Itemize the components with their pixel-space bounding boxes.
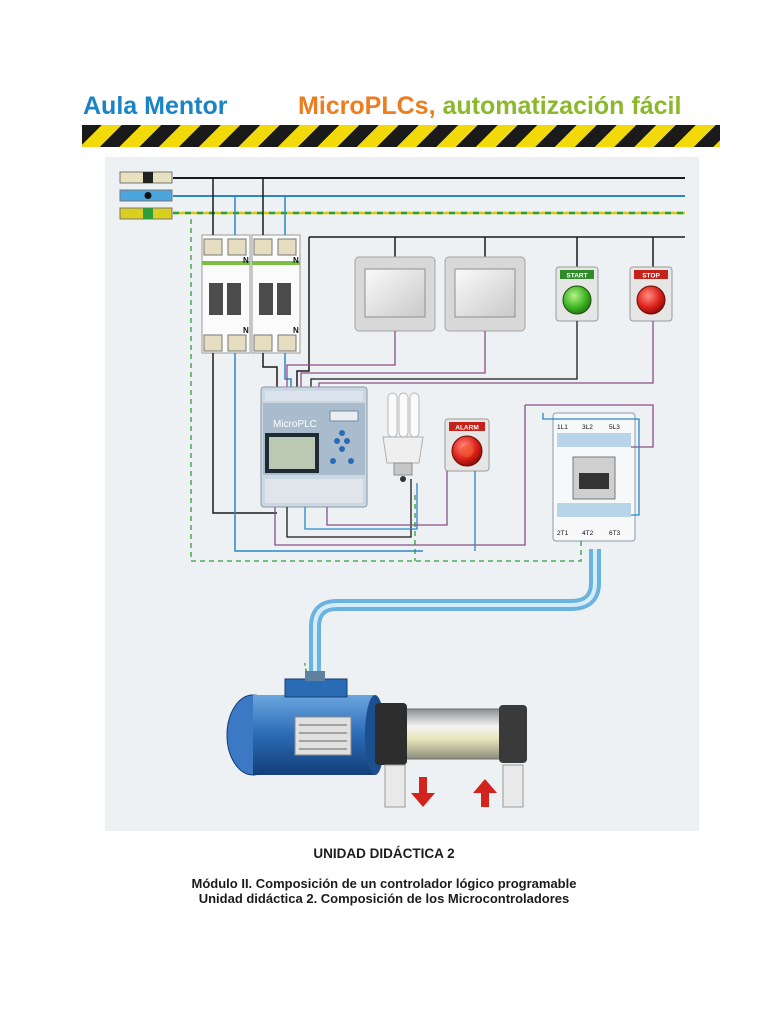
start-label: START [566,273,587,280]
arrow-down-icon [411,777,435,807]
wires-inputs [286,321,654,387]
breaker-2-neutral-label-bottom: N [293,326,299,335]
breaker-1-neutral-label-bottom: N [243,326,249,335]
pump-cylinder [375,703,527,808]
cfl-lamp [382,392,424,482]
start-button: START [555,266,599,322]
contactor-terminal-5l3: 5L3 [609,424,620,431]
stop-button: STOP [629,266,673,322]
header-title-microplcs: MicroPLCs, automatización fácil [298,92,681,121]
terminal-block-neutral [119,189,173,202]
terminal-block-phase [119,171,173,184]
contactor-terminal-4t2: 4T2 [582,530,594,537]
hazard-stripe-bar [82,125,720,147]
breaker-2-neutral-label: N [293,256,299,265]
unit-title: UNIDAD DIDÁCTICA 2 [313,846,455,861]
alarm-beacon: ALARM [444,418,490,472]
supply-rails [173,177,685,238]
contactor-terminal-3l2: 3L2 [582,424,593,431]
wiring-diagram: N N N N [105,157,699,831]
contactor: 1L1 3L2 5L3 2T1 4T2 6T3 [552,412,636,542]
wires-supply [212,178,654,552]
header-title-part1: MicroPLCs, [298,92,436,120]
terminal-block-earth [119,207,173,220]
contactor-terminal-2t1: 2T1 [557,530,569,537]
breaker-1-neutral-label: N [243,256,249,265]
header-title-part2: automatización fácil [442,92,682,120]
module-subtitle: Módulo II. Composición de un controlador… [191,876,577,891]
plc-brand-label: MicroPLC [273,419,317,430]
wall-switch-2 [444,256,526,332]
contactor-terminal-6t3: 6T3 [609,530,621,537]
arrow-up-icon [473,779,497,807]
stop-label: STOP [642,273,660,280]
circuit-breaker-2: N N [251,234,301,354]
wires-outputs [190,219,654,562]
circuit-breaker-1: N N [201,234,251,354]
wall-switch-1 [354,256,436,332]
microplc-module: MicroPLC [260,386,368,508]
header-title-aula-mentor: Aula Mentor [83,92,228,120]
contactor-terminal-1l1: 1L1 [557,424,568,431]
alarm-label: ALARM [455,425,478,432]
unit-subtitle: Unidad didáctica 2. Composición de los M… [198,891,570,906]
